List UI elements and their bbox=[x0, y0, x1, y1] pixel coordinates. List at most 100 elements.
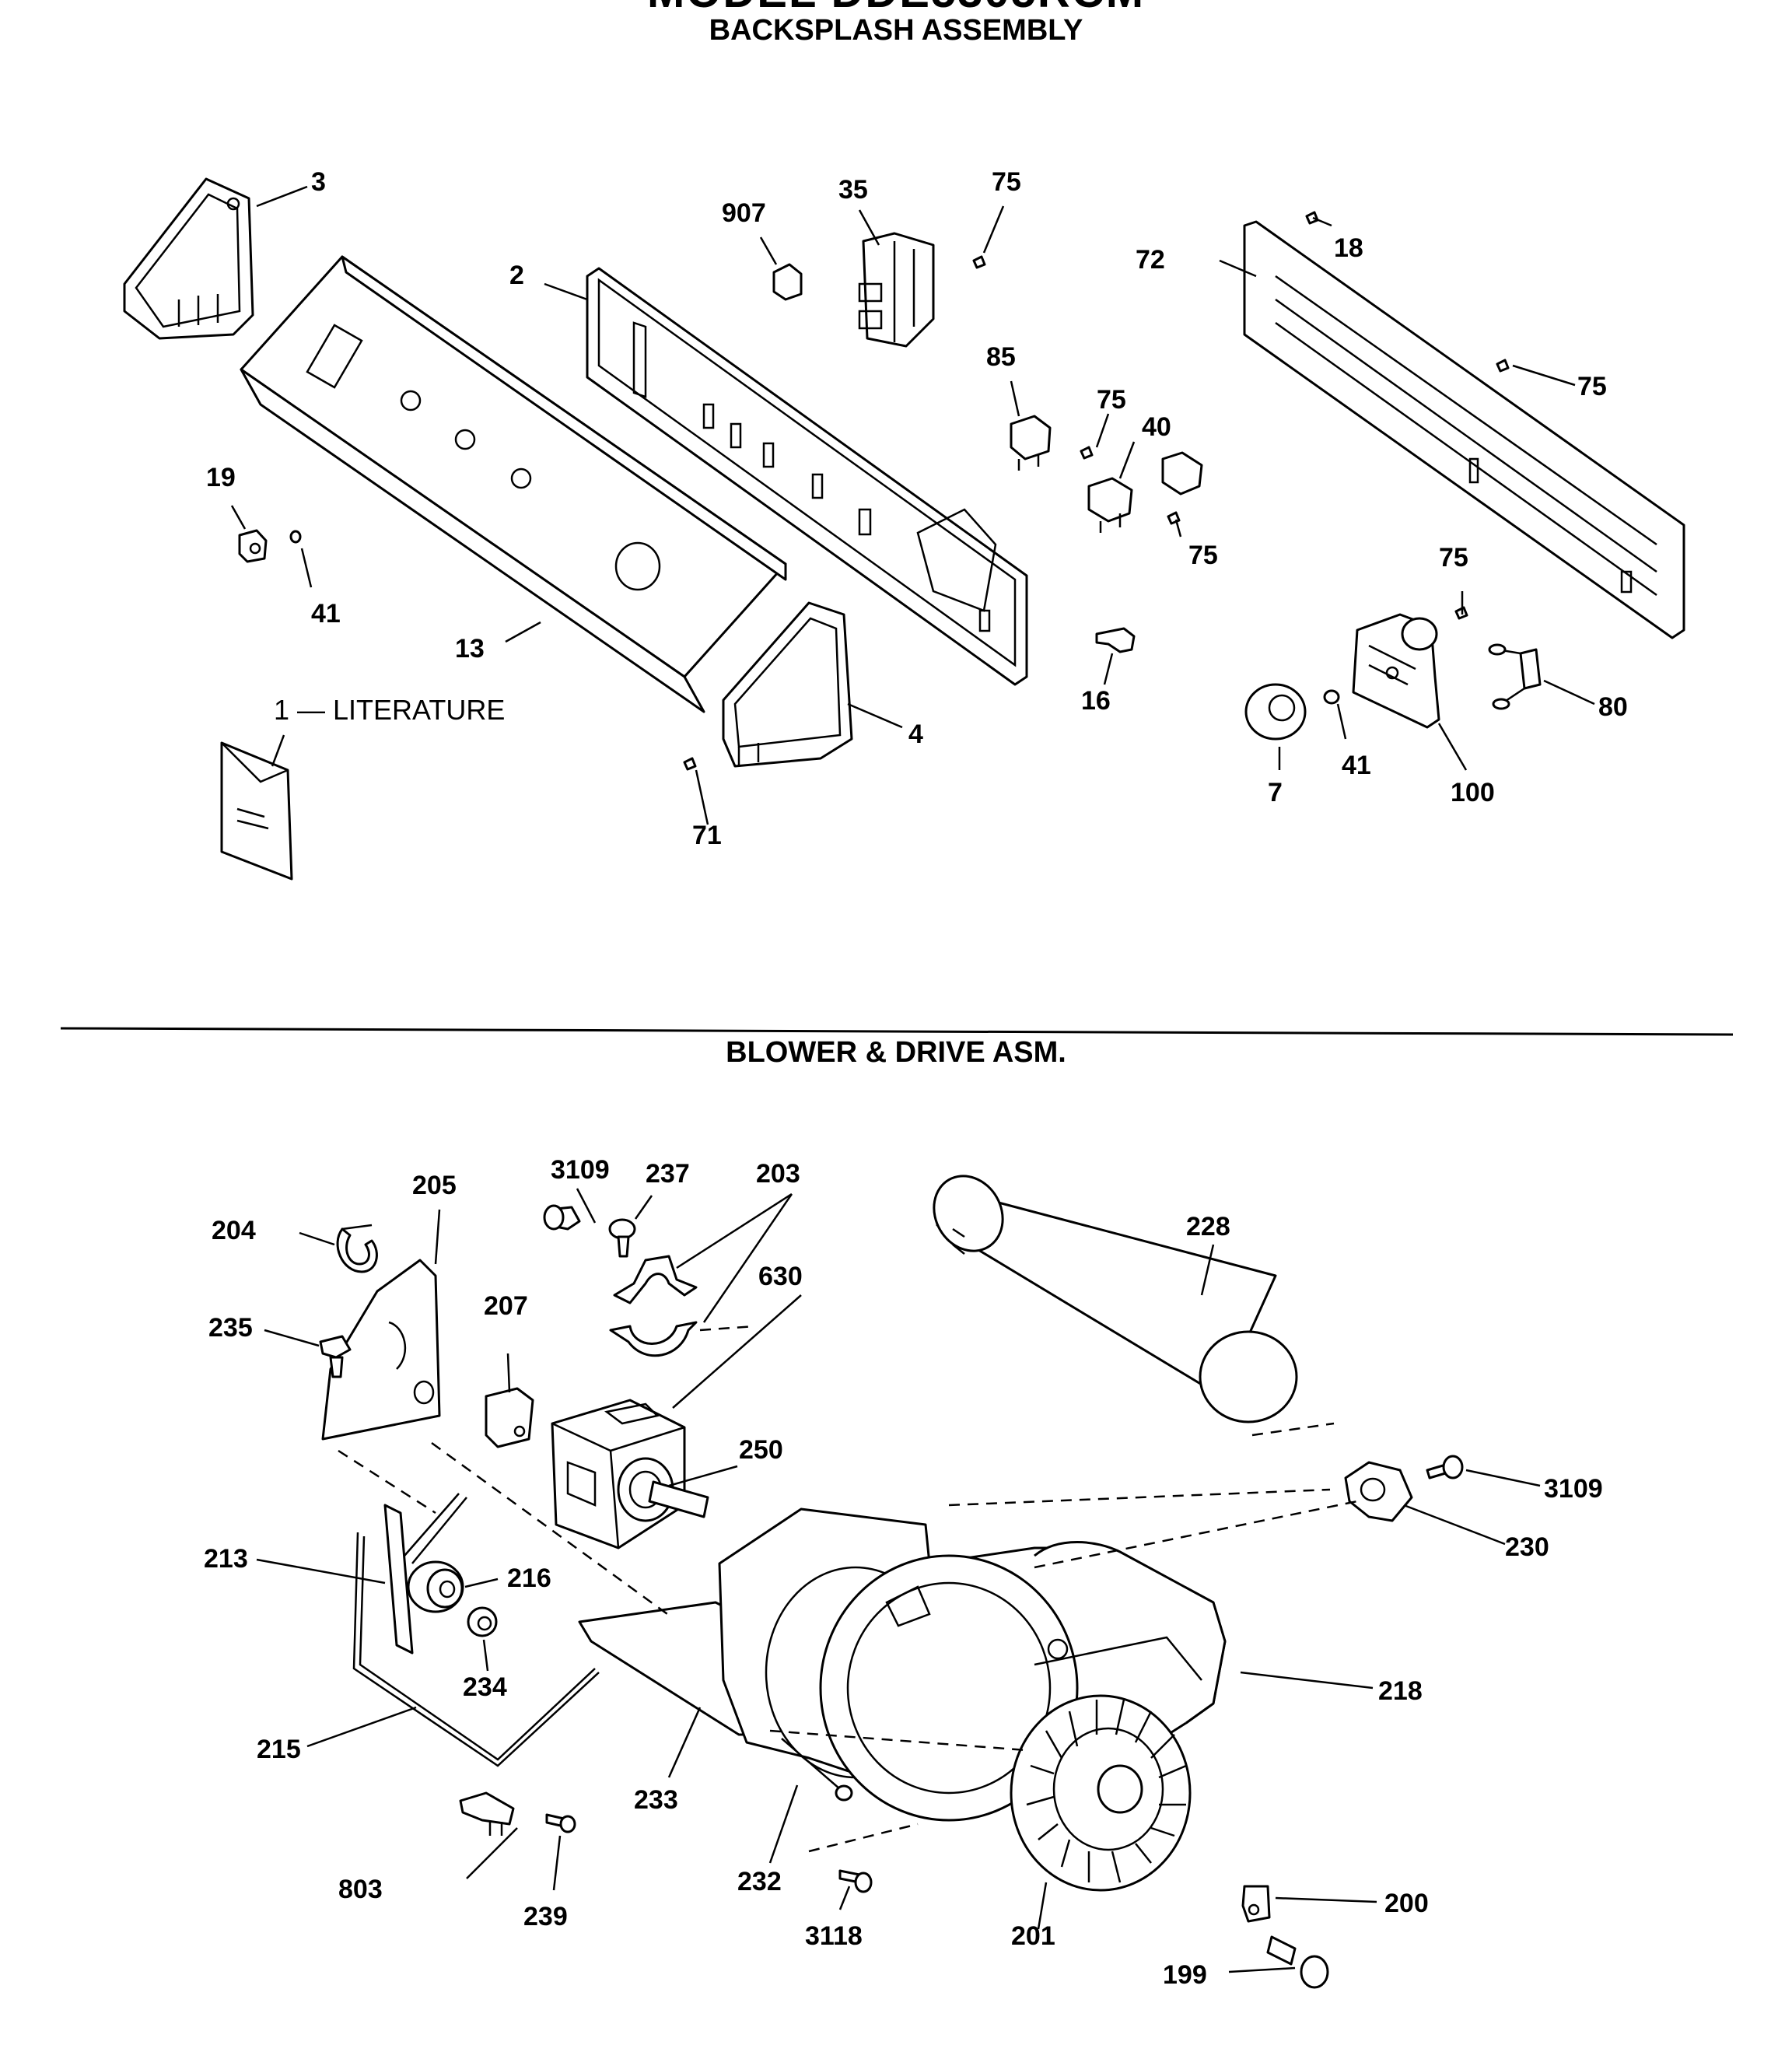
part-205-bracket bbox=[321, 1259, 441, 1441]
callout: 80 bbox=[1598, 692, 1628, 722]
backsplash-assembly-title: BACKSPLASH ASSEMBLY bbox=[709, 14, 1083, 47]
callout: 235 bbox=[208, 1313, 253, 1343]
part-907-indicator-light bbox=[772, 263, 803, 301]
part-3118-screw bbox=[838, 1869, 873, 1893]
callout: 213 bbox=[204, 1544, 248, 1574]
callout: 75 bbox=[1188, 541, 1218, 570]
callout: 75 bbox=[992, 167, 1021, 197]
callouts-blower: 3109 237 203 205 204 228 630 235 207 250… bbox=[204, 1155, 1603, 1990]
part-16-pin bbox=[1095, 627, 1136, 653]
part-7-timer-knob bbox=[1244, 683, 1307, 741]
callout: 35 bbox=[838, 175, 868, 205]
callout: 204 bbox=[212, 1216, 256, 1245]
callout: 71 bbox=[692, 821, 722, 850]
callout: 72 bbox=[1136, 245, 1165, 275]
part-40-switches bbox=[1087, 451, 1203, 533]
part-235-screw bbox=[319, 1335, 352, 1378]
backsplash-assembly: 3 907 35 75 2 72 18 75 85 75 40 19 41 13… bbox=[123, 167, 1685, 881]
callout: 75 bbox=[1439, 543, 1468, 573]
callout: 2 bbox=[509, 261, 524, 290]
callout: 75 bbox=[1097, 385, 1126, 415]
part-85-switch bbox=[1010, 415, 1052, 471]
part-100-timer bbox=[1352, 613, 1440, 729]
literature-callout: 1 — LITERATURE bbox=[274, 694, 505, 726]
callout: 7 bbox=[1268, 778, 1283, 807]
model-title: MODEL DDE5305RCM bbox=[0, 0, 1792, 18]
part-3109-screw bbox=[1426, 1455, 1464, 1479]
callout: 41 bbox=[1342, 751, 1371, 780]
callout: 803 bbox=[338, 1875, 383, 1904]
part-215-idler-wire bbox=[352, 1532, 600, 1767]
callout: 233 bbox=[634, 1785, 678, 1815]
callout: 218 bbox=[1378, 1676, 1423, 1706]
callout: 207 bbox=[484, 1291, 528, 1321]
callout: 16 bbox=[1081, 686, 1111, 716]
callout: 203 bbox=[756, 1159, 800, 1189]
part-228-exhaust-duct bbox=[933, 1175, 1298, 1423]
callout: 19 bbox=[206, 463, 236, 492]
part-41-knob-spring bbox=[1323, 689, 1340, 705]
callout: 907 bbox=[722, 198, 766, 228]
part-230-drive-pulley bbox=[1344, 1461, 1413, 1522]
part-3109-bulb bbox=[543, 1204, 581, 1231]
part-80-harness-connector bbox=[1488, 643, 1542, 710]
callout: 232 bbox=[737, 1867, 782, 1896]
part-199-bolt bbox=[1266, 1935, 1329, 1989]
part-4-right-end-cap bbox=[722, 601, 853, 768]
part-200-bracket bbox=[1241, 1885, 1271, 1923]
part-201-blower-wheel bbox=[1010, 1694, 1192, 1892]
part-803-terminal bbox=[459, 1791, 515, 1836]
callout: 4 bbox=[908, 720, 923, 749]
part-35-push-button-switch bbox=[858, 232, 935, 348]
screws-backsplash bbox=[683, 211, 1510, 771]
part-2-backsplash-frame bbox=[586, 267, 1028, 686]
callout: 75 bbox=[1577, 372, 1607, 401]
leader-lines-blower bbox=[256, 1188, 1541, 1973]
part-216-idler-pulley bbox=[407, 1560, 464, 1613]
callout: 3 bbox=[311, 167, 326, 197]
callout: 100 bbox=[1451, 778, 1495, 807]
blower-drive-assembly: 3109 237 203 205 204 228 630 235 207 250… bbox=[204, 1155, 1603, 1990]
callout: 215 bbox=[257, 1735, 301, 1764]
assembly-dash-lines bbox=[338, 1325, 1358, 1853]
callout: 41 bbox=[311, 599, 341, 629]
callout: 3109 bbox=[551, 1155, 610, 1185]
callout: 205 bbox=[412, 1171, 457, 1200]
callouts-backsplash: 3 907 35 75 2 72 18 75 85 75 40 19 41 13… bbox=[206, 167, 1628, 850]
part-203-motor-mounts bbox=[609, 1255, 698, 1357]
part-630-drive-motor bbox=[551, 1399, 709, 1550]
callout: 201 bbox=[1011, 1921, 1055, 1951]
callout: 239 bbox=[523, 1902, 568, 1931]
part-239-screw bbox=[545, 1813, 576, 1833]
callout: 3118 bbox=[805, 1921, 863, 1951]
part-237-screw bbox=[608, 1218, 636, 1258]
callout: 40 bbox=[1142, 412, 1171, 442]
callout: 85 bbox=[986, 342, 1016, 372]
callout: 250 bbox=[739, 1435, 783, 1465]
part-13-control-panel bbox=[240, 255, 787, 713]
callout: 234 bbox=[463, 1672, 507, 1702]
callout: 216 bbox=[507, 1564, 551, 1593]
part-3-left-end-cap bbox=[123, 177, 254, 340]
part-232-screw bbox=[781, 1738, 853, 1802]
leader-lines-backsplash bbox=[230, 185, 1595, 825]
part-207-switch bbox=[485, 1387, 534, 1448]
callout: 3109 bbox=[1544, 1474, 1603, 1504]
part-204-clip bbox=[336, 1224, 378, 1273]
callout: 630 bbox=[758, 1262, 803, 1291]
part-72-rear-panel bbox=[1243, 220, 1685, 639]
section-divider bbox=[60, 1027, 1734, 1036]
callout: 237 bbox=[646, 1159, 690, 1189]
part-234-bearing bbox=[467, 1606, 498, 1637]
blower-drive-assembly-title: BLOWER & DRIVE ASM. bbox=[726, 1036, 1066, 1069]
callout: 228 bbox=[1186, 1212, 1230, 1241]
callout: 230 bbox=[1505, 1532, 1549, 1562]
part-213-idler-arm bbox=[383, 1493, 467, 1655]
callout: 199 bbox=[1163, 1960, 1207, 1990]
callout: 13 bbox=[455, 634, 485, 664]
part-1-literature-envelope bbox=[220, 741, 293, 881]
callout: 200 bbox=[1384, 1889, 1429, 1918]
callout: 18 bbox=[1334, 233, 1363, 263]
